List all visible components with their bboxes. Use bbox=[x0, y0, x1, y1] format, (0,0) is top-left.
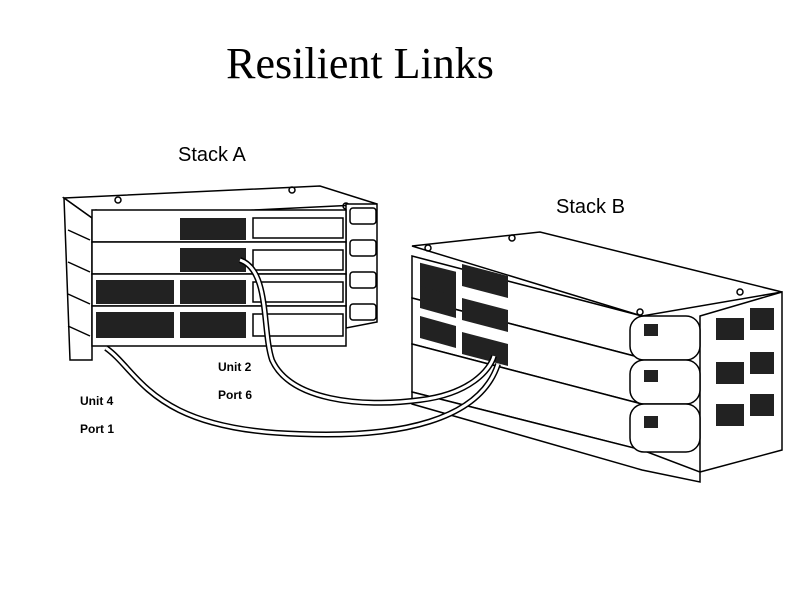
unit4-line2: Port 1 bbox=[80, 422, 115, 436]
slide-title: Resilient Links bbox=[226, 39, 494, 88]
unit4-port1-label: Unit 4 Port 1 bbox=[80, 380, 114, 450]
unit2-port6-label: Unit 2 Port 6 bbox=[218, 346, 252, 416]
resilient-cable-unit4 bbox=[104, 345, 501, 438]
unit4-line1: Unit 4 bbox=[80, 394, 114, 408]
stack-a-unit-4 bbox=[91, 303, 377, 347]
stack-a-unit-1 bbox=[91, 207, 377, 243]
stack-b-label: Stack B bbox=[556, 196, 625, 218]
stack-a-label: Stack A bbox=[178, 144, 246, 166]
stack-a-unit-2 bbox=[91, 239, 377, 275]
unit2-line1: Unit 2 bbox=[218, 360, 252, 374]
stack-a-unit-3 bbox=[91, 271, 377, 307]
stack-a-switches bbox=[61, 185, 378, 361]
unit2-line2: Port 6 bbox=[218, 388, 253, 402]
resilient-cable-unit2 bbox=[238, 257, 497, 406]
stack-b-switches bbox=[411, 231, 783, 483]
